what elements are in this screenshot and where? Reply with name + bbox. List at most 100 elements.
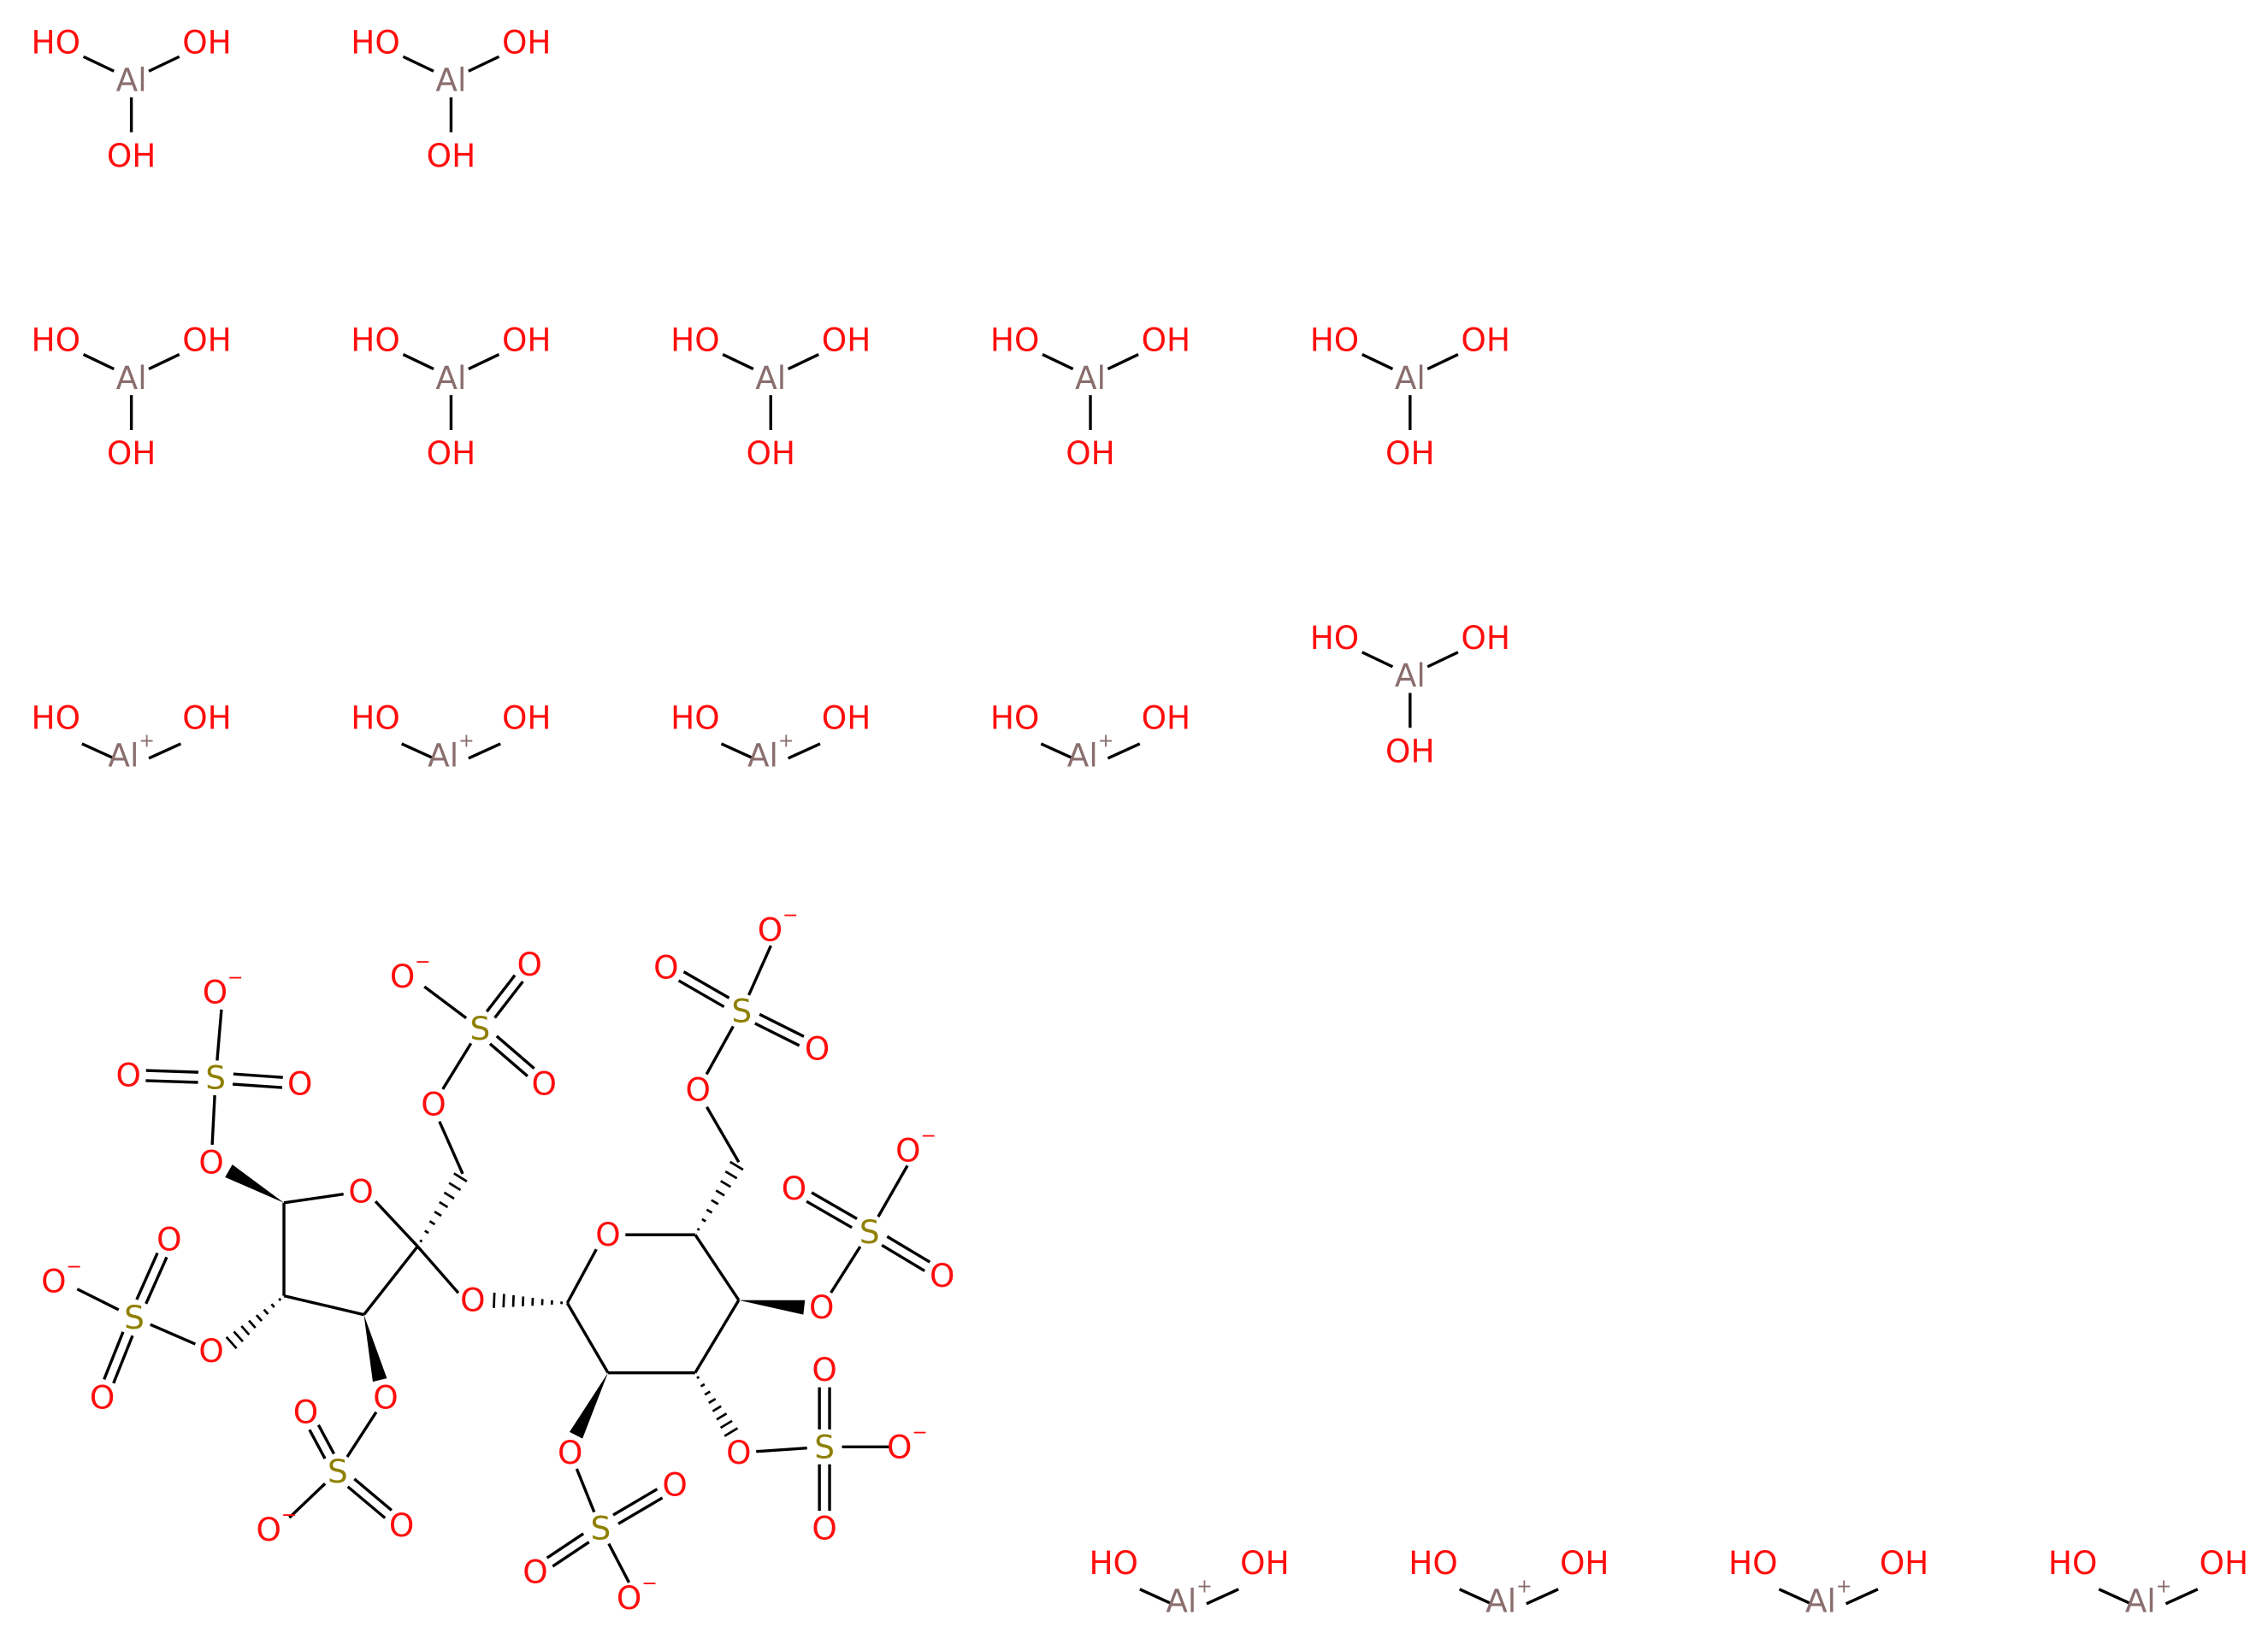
- hydroxyl-group: HO: [1409, 1544, 1458, 1582]
- hashed-bond: [724, 1170, 738, 1180]
- double-bond: [682, 970, 730, 999]
- sulfonyl-oxygen: O: [293, 1394, 318, 1431]
- hashed-bond: [715, 1189, 725, 1197]
- hashed-bond: [493, 1292, 496, 1308]
- hashed-bond: [724, 1427, 739, 1437]
- aluminium-cation-atom: Al+: [1485, 1576, 1532, 1619]
- double-bond: [145, 1256, 168, 1305]
- sulfonate-oxygen: O−: [203, 967, 244, 1011]
- double-bond: [112, 1335, 134, 1384]
- sulfate-bond: [607, 1542, 630, 1583]
- charge-sign: +: [1098, 730, 1114, 752]
- ring-bond: [694, 1299, 741, 1374]
- hydroxyl-group: HO: [351, 699, 400, 736]
- hydroxyl-group: OH: [1385, 732, 1435, 769]
- double-bond: [881, 1243, 926, 1272]
- sulfur-atom: S: [731, 993, 752, 1030]
- hashed-bond: [511, 1294, 515, 1307]
- sulfonate-oxygen: O−: [617, 1573, 658, 1617]
- sulfate-bond: [346, 1411, 378, 1459]
- double-bond: [495, 1035, 535, 1070]
- sulfonyl-oxygen: O: [90, 1379, 115, 1417]
- glycosidic-bond: [416, 1245, 460, 1294]
- sulfur-atom: S: [591, 1509, 611, 1547]
- hashed-bond: [434, 1210, 442, 1217]
- wedge-bond: [738, 1300, 806, 1315]
- hydroxyl-group: OH: [1240, 1544, 1290, 1582]
- double-bond: [886, 1235, 931, 1264]
- sulfonate-oxygen: O−: [41, 1256, 82, 1300]
- aluminium-cation-atom: Al+: [747, 730, 794, 774]
- charge-sign: −: [227, 967, 244, 988]
- hashed-bond: [448, 1182, 462, 1192]
- sulfonyl-oxygen: O: [116, 1056, 141, 1094]
- double-bond: [759, 1012, 805, 1038]
- hashed-bond: [711, 1199, 719, 1206]
- hashed-bond: [719, 1419, 733, 1430]
- double-bond: [552, 1541, 590, 1568]
- double-bond: [353, 1477, 393, 1512]
- hydroxyl-group: OH: [1142, 699, 1191, 736]
- double-bond: [811, 1191, 858, 1220]
- hydroxyl-group: HO: [1089, 1544, 1138, 1582]
- hydroxyl-group: HO: [31, 699, 80, 736]
- hashed-bond: [439, 1200, 449, 1209]
- charge-sign: +: [778, 730, 794, 752]
- aluminium-atom: Al: [755, 359, 786, 397]
- sulfur-atom: S: [328, 1453, 348, 1490]
- charge-sign: +: [2156, 1576, 2172, 1597]
- sulfate-bond: [150, 1323, 197, 1346]
- aluminium-cation-atom: Al+: [108, 730, 154, 774]
- hashed-bond: [701, 1217, 706, 1223]
- sulfate-bond: [575, 1468, 596, 1513]
- sulfonyl-oxygen: O: [389, 1506, 414, 1544]
- hashed-bond: [704, 1390, 712, 1396]
- hashed-bond: [278, 1297, 282, 1301]
- aluminium-cation-atom: Al+: [1805, 1576, 1852, 1619]
- hydroxyl-group: OH: [182, 321, 232, 359]
- hydroxyl-group: OH: [1142, 321, 1191, 359]
- sulfonyl-oxygen: O: [782, 1170, 806, 1207]
- charge-sign: −: [67, 1256, 82, 1277]
- ring-bond: [283, 1294, 364, 1317]
- hydroxyl-group: OH: [182, 23, 232, 61]
- hashed-bond: [233, 1330, 245, 1343]
- sulfate-bond: [756, 1446, 807, 1453]
- charge-sign: −: [415, 951, 431, 972]
- sulfonyl-oxygen: O: [157, 1220, 181, 1258]
- sulfonyl-oxygen: O: [812, 1351, 836, 1388]
- ether-oxygen: O: [726, 1434, 751, 1471]
- sulfur-atom: S: [814, 1428, 835, 1465]
- hashed-bond: [716, 1412, 728, 1421]
- hydroxyl-group: OH: [182, 699, 232, 736]
- ether-oxygen: O: [198, 1332, 223, 1370]
- hydroxyl-group: OH: [502, 321, 552, 359]
- hashed-bond: [720, 1180, 732, 1188]
- aluminium-atom: Al: [116, 359, 147, 397]
- hashed-bond: [423, 1229, 429, 1235]
- aluminium-atom: Al: [1395, 359, 1426, 397]
- hashed-bond: [428, 1220, 436, 1226]
- bond: [438, 1121, 464, 1175]
- hydroxyl-group: OH: [1385, 434, 1435, 472]
- sulfur-atom: S: [124, 1299, 145, 1336]
- sulfate-bond: [441, 1042, 473, 1090]
- double-bond: [145, 1079, 198, 1084]
- hashed-bond: [443, 1191, 455, 1200]
- sulfate-bond: [423, 985, 468, 1020]
- hashed-bond: [263, 1308, 269, 1315]
- ether-oxygen: O: [686, 1070, 711, 1108]
- double-bond: [488, 1042, 529, 1077]
- charge-sign: −: [783, 905, 798, 926]
- wedge-bond: [225, 1164, 285, 1203]
- aluminium-cation-atom: Al+: [2125, 1576, 2171, 1619]
- hydroxyl-group: HO: [990, 699, 1040, 736]
- hashed-bond: [700, 1382, 706, 1388]
- sulfonyl-oxygen: O: [662, 1465, 687, 1503]
- ether-oxygen: O: [421, 1085, 446, 1123]
- aluminium-atom: Al: [1075, 359, 1106, 397]
- hashed-bond: [712, 1405, 722, 1412]
- hydroxyl-group: OH: [822, 321, 871, 359]
- charge-sign: −: [641, 1573, 658, 1595]
- hydroxyl-group: OH: [746, 434, 795, 472]
